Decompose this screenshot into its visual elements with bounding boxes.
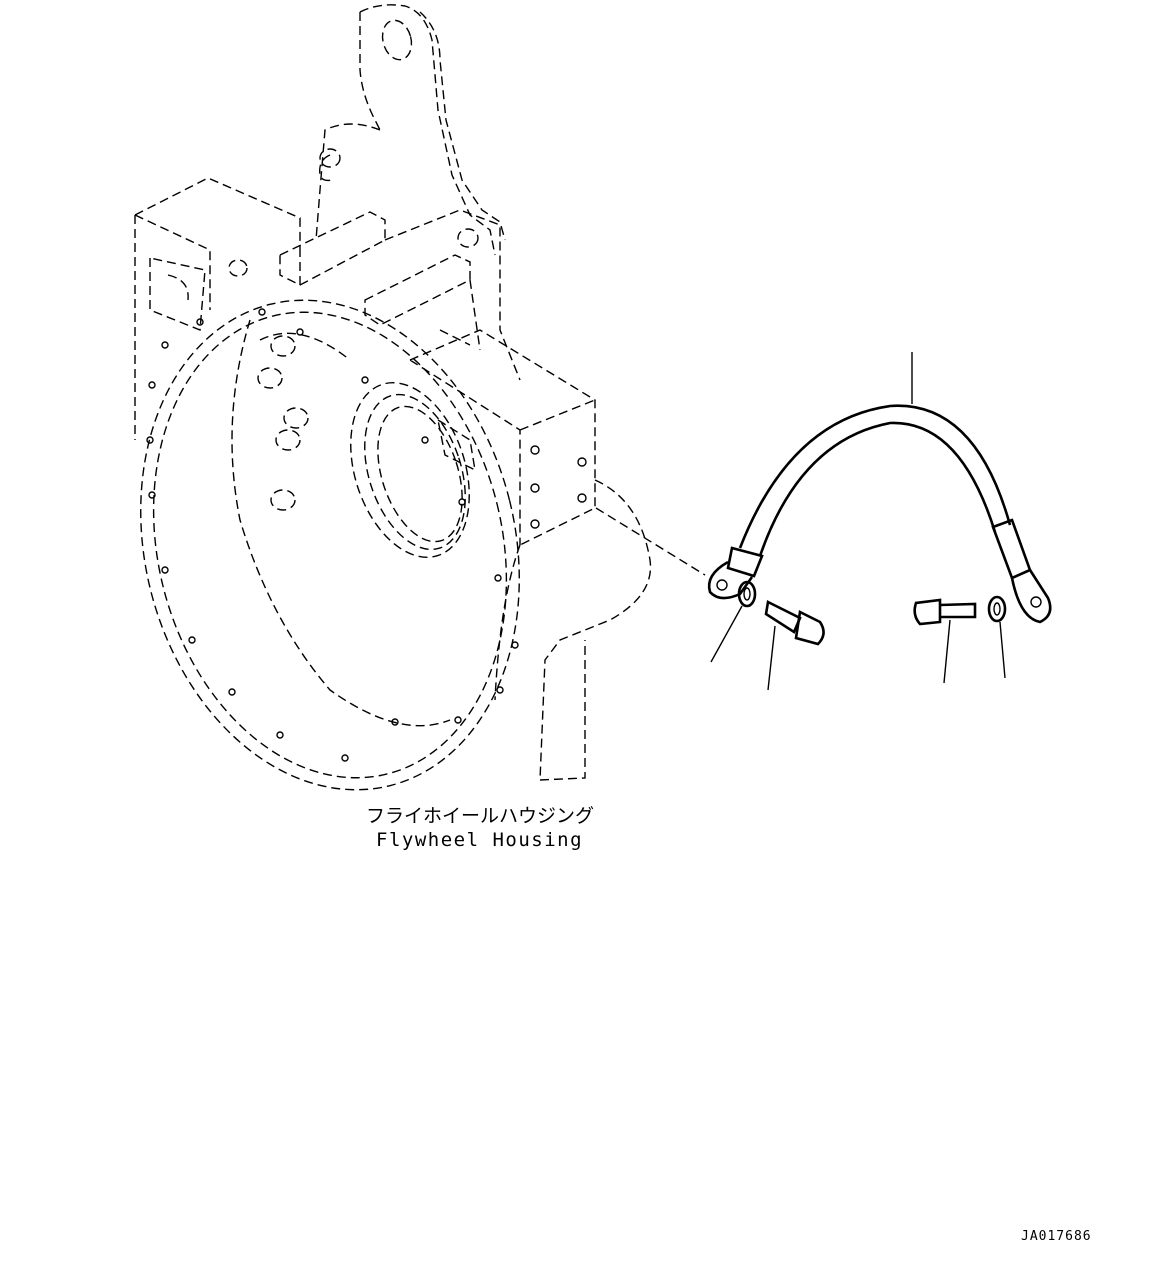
flywheel-housing — [134, 4, 652, 791]
bolt-right — [913, 598, 977, 684]
housing-bolts — [228, 148, 479, 511]
washer-right — [987, 595, 1007, 679]
housing-label-jp: フライホイールハウジング — [366, 805, 595, 827]
flange-holes — [146, 308, 519, 762]
washer-left — [710, 580, 757, 663]
bolt-left — [764, 600, 825, 691]
ground-cable — [595, 352, 1052, 624]
housing-label-en: Flywheel Housing — [376, 829, 584, 851]
drawing-id: JA017686 — [1021, 1229, 1092, 1244]
